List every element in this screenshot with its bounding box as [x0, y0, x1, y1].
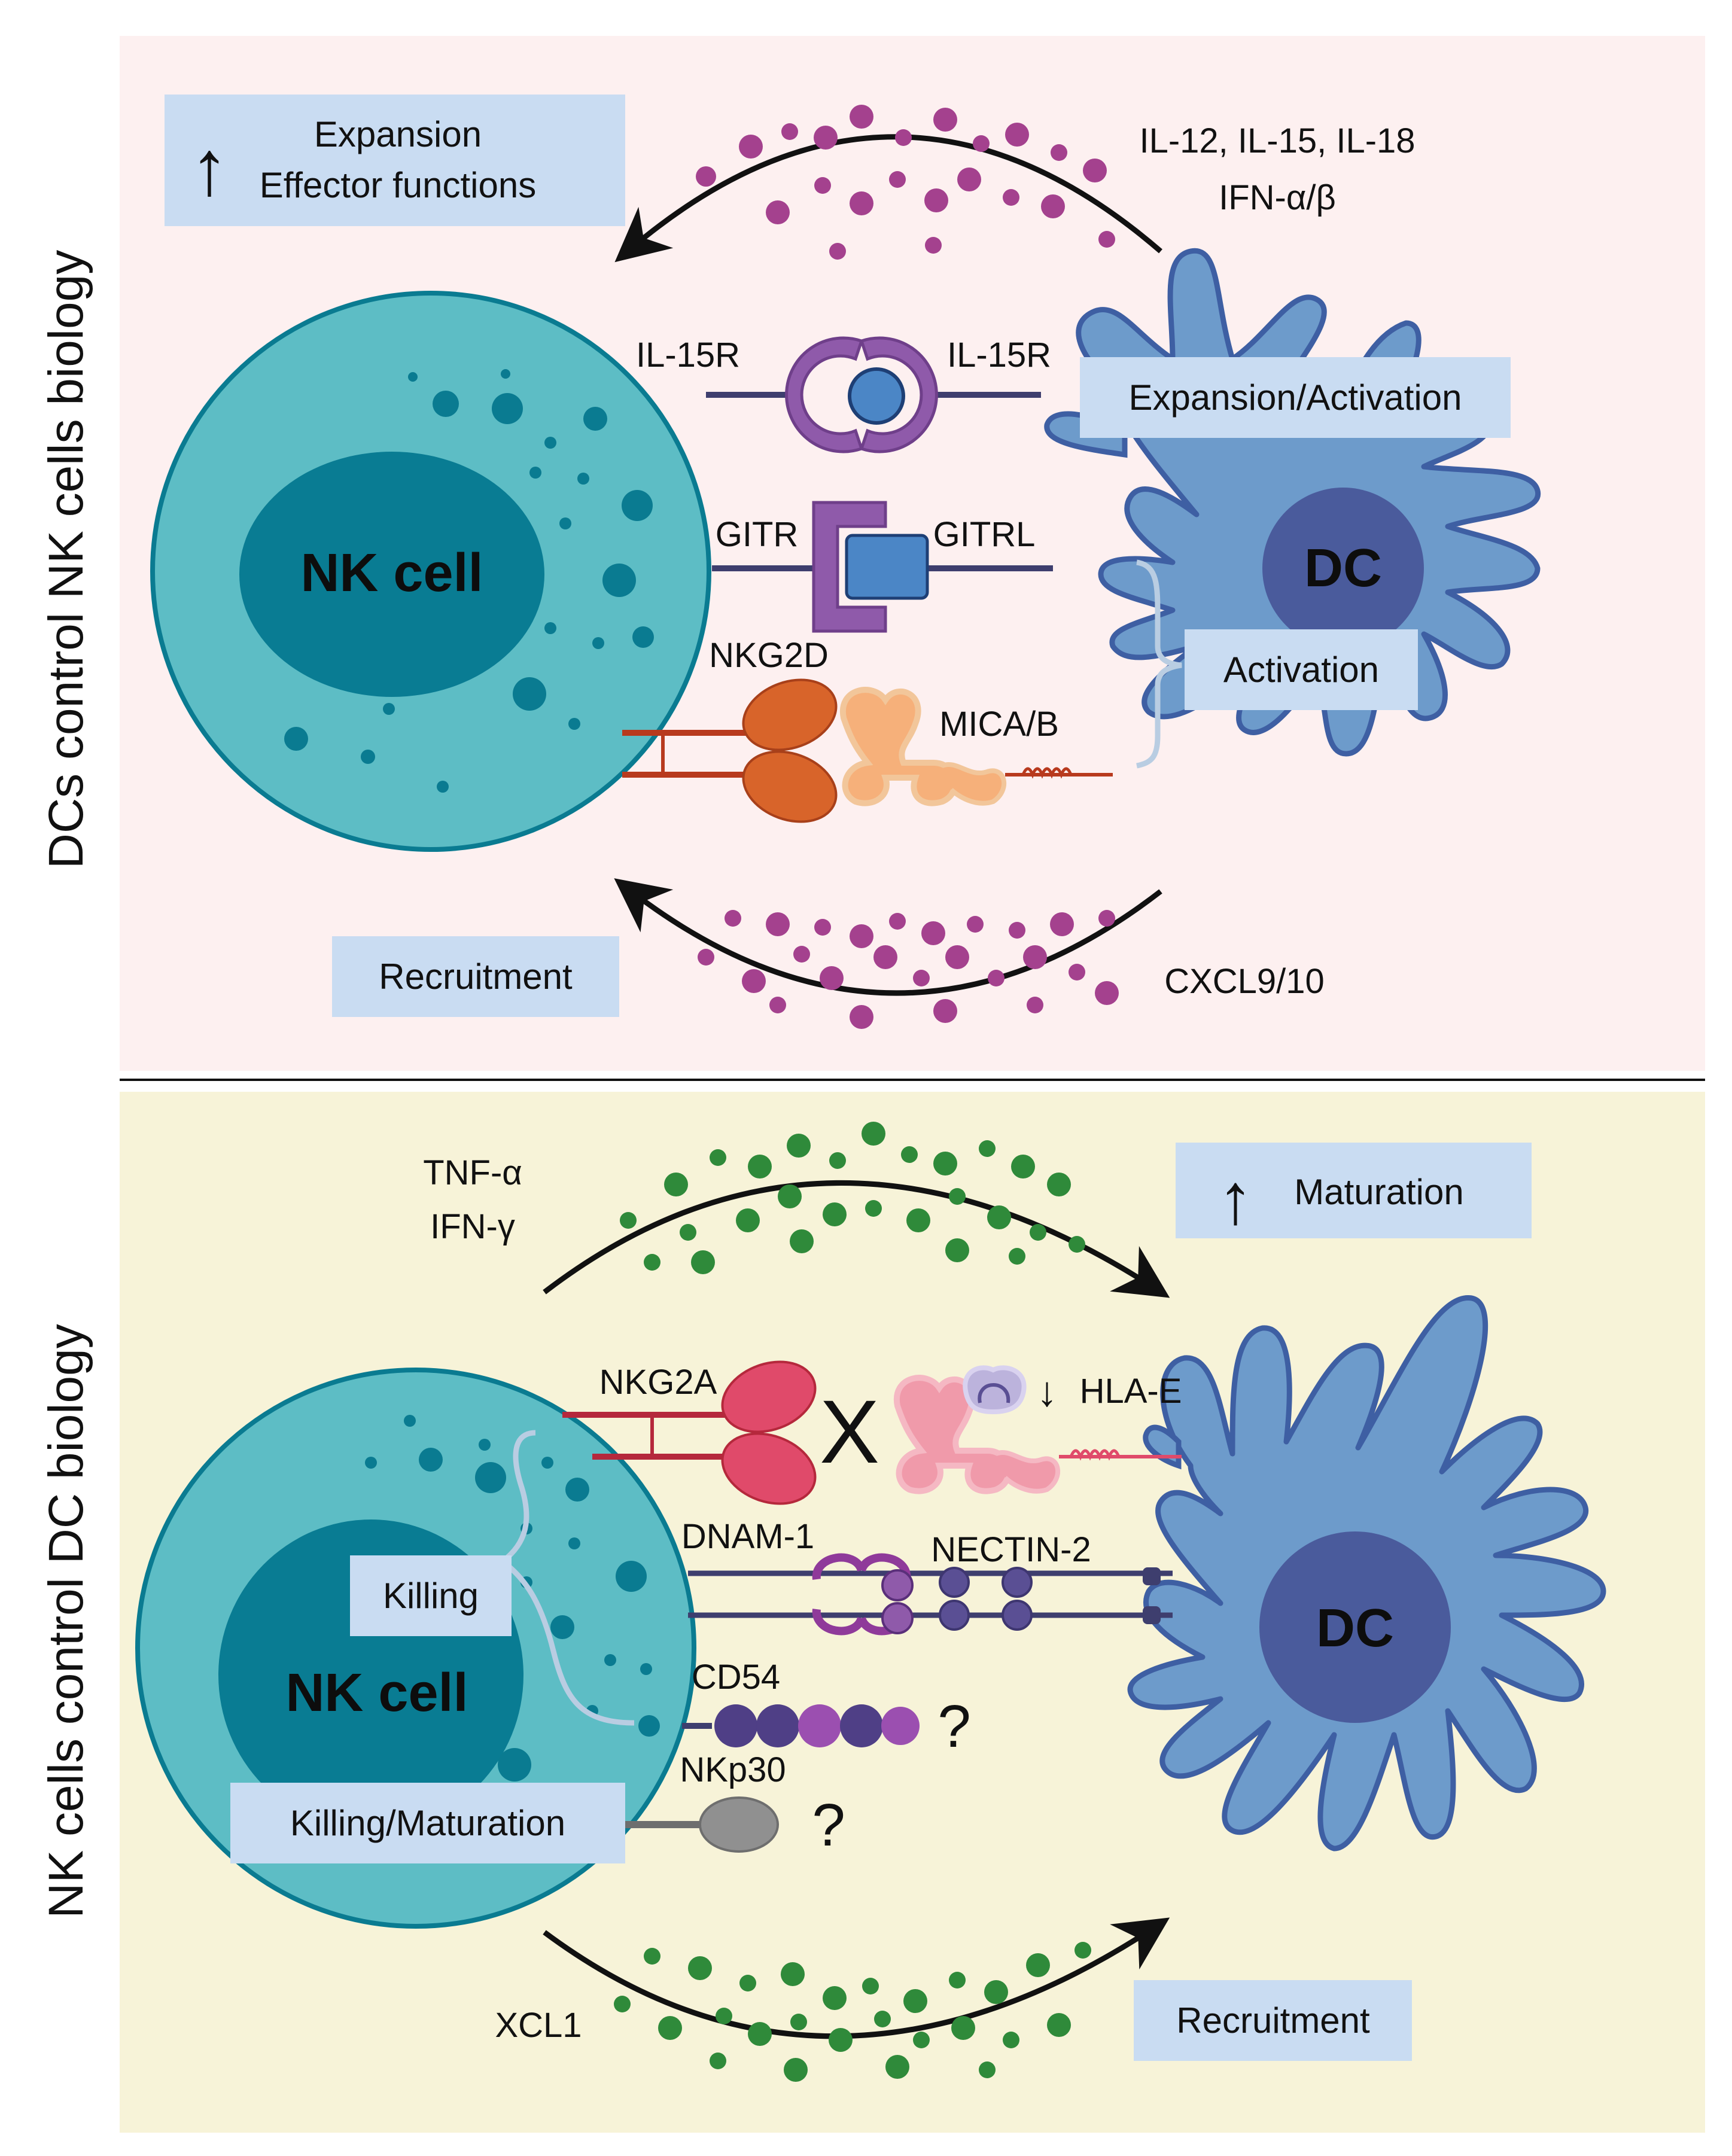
- top-dc-label: DC: [1304, 538, 1382, 598]
- top-recruitment-label: Recruitment: [379, 957, 573, 997]
- maturation-box: [1176, 1143, 1532, 1238]
- nkg2a-label: NKG2A: [599, 1363, 717, 1402]
- cd54-question-mark: ?: [937, 1693, 971, 1760]
- block-x: X: [820, 1381, 879, 1482]
- activation-box: [1185, 629, 1418, 710]
- nkg2d-label: NKG2D: [709, 636, 829, 675]
- cd54-label: CD54: [692, 1658, 780, 1697]
- top-cytokine-dots: [696, 105, 1115, 260]
- cd54-molecule: [682, 1704, 920, 1747]
- gitr-gitrl-complex: [712, 501, 1053, 633]
- il15r-right-label: IL-15R: [947, 336, 1051, 374]
- top-nk-cell: NK cell: [150, 291, 711, 852]
- gitr-label: GITR: [716, 515, 799, 554]
- effector-functions-label: Effector functions: [260, 165, 536, 205]
- nkp30-molecule: [625, 1796, 779, 1853]
- expansion-activation-box: [1080, 357, 1511, 438]
- dnam1-label: DNAM-1: [681, 1517, 814, 1556]
- mica-b-label: MICA/B: [939, 705, 1059, 744]
- expansion-label: Expansion: [314, 114, 482, 154]
- nkg2a-hla-e-complex: [562, 1360, 1182, 1505]
- gitrl-label: GITRL: [933, 515, 1036, 554]
- bottom-cytokine-arrow: [543, 1180, 1170, 1298]
- bottom-recruitment-box: [1134, 1980, 1412, 2061]
- killing-label: Killing: [383, 1576, 479, 1616]
- maturation-up-arrow: ↑: [1217, 1159, 1253, 1239]
- killing-maturation-box: [230, 1783, 625, 1863]
- nkp30-question-mark: ?: [812, 1792, 845, 1859]
- expansion-effector-box: [165, 95, 625, 226]
- top-nk-label: NK cell: [300, 543, 483, 603]
- top-cytokines-line2: IFN-α/β: [1219, 178, 1336, 217]
- activation-label: Activation: [1223, 650, 1379, 690]
- killing-box: [350, 1555, 512, 1636]
- top-cytokines-line1: IL-12, IL-15, IL-18: [1139, 121, 1415, 160]
- xcl1-label: XCL1: [495, 2006, 582, 2045]
- bottom-nk-label: NK cell: [285, 1663, 468, 1723]
- bottom-side-title: NK cells control DC biology: [39, 1324, 93, 1919]
- activation-brace: [1136, 559, 1182, 769]
- bottom-dc-cell: DC: [1127, 1295, 1606, 1852]
- nkp30-label: NKp30: [680, 1750, 786, 1789]
- top-chemokine-dots: [698, 910, 1119, 1029]
- bottom-cytokine-dots: [620, 1122, 1085, 1274]
- il15r-complex: [706, 336, 1041, 453]
- nectin2-label: NECTIN-2: [931, 1530, 1091, 1569]
- nkg2d-mica-complex: [622, 678, 1113, 823]
- hla-e-down-arrow: ↓: [1037, 1368, 1058, 1415]
- killing-maturation-label: Killing/Maturation: [290, 1803, 565, 1843]
- top-side-title: DCs control NK cells biology: [39, 250, 93, 869]
- bottom-recruitment-label: Recruitment: [1176, 2000, 1370, 2041]
- maturation-label: Maturation: [1294, 1172, 1463, 1212]
- il15r-left-label: IL-15R: [636, 336, 740, 374]
- bottom-cytokines-line1: TNF-α: [423, 1153, 522, 1192]
- expansion-activation-label: Expansion/Activation: [1129, 377, 1462, 418]
- top-chemokines-label: CXCL9/10: [1164, 962, 1325, 1001]
- bottom-dc-label: DC: [1316, 1598, 1394, 1658]
- expansion-up-arrow: ↑: [190, 124, 229, 211]
- bottom-chemokine-dots: [614, 1942, 1091, 2082]
- bottom-cytokines-line2: IFN-γ: [430, 1207, 515, 1246]
- dnam1-nectin2-complex: [688, 1553, 1173, 1636]
- hla-e-label: HLA-E: [1080, 1372, 1182, 1411]
- top-recruitment-box: [332, 936, 619, 1017]
- bottom-panel: NK cells control DC biology TNF-α IFN-γ …: [39, 1092, 1705, 2133]
- top-panel: DCs control NK cells biology ↑ Expansion…: [39, 36, 1705, 1071]
- top-recruitment-arrow: [614, 878, 1162, 996]
